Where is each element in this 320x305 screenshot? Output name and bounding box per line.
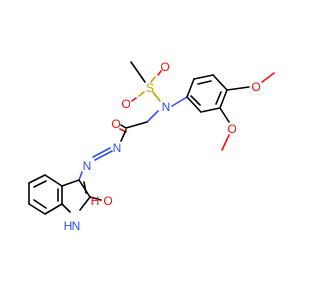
bond-n-ph bbox=[171, 96, 188, 107]
atom-o-sulfonyl-1: O bbox=[160, 60, 169, 74]
bond-ome1-me bbox=[261, 72, 275, 83]
bond-ring-ome1 bbox=[226, 86, 250, 91]
atom-o-indole: O bbox=[103, 194, 112, 208]
bond-azo bbox=[94, 150, 113, 161]
ind-b4d bbox=[33, 199, 47, 209]
ind-b5 bbox=[44, 203, 63, 215]
ind-b2d bbox=[33, 180, 47, 188]
bond-s-o1-b bbox=[157, 70, 162, 76]
bond-ch2-co bbox=[125, 121, 148, 129]
bond-n-ch2 bbox=[146, 110, 159, 123]
bond-ring-ome2 bbox=[219, 107, 230, 123]
ring-a3 bbox=[212, 74, 228, 91]
molecule-diagram: S O O N O N N O O O H H N bbox=[28, 60, 275, 233]
ind-b2 bbox=[28, 174, 46, 184]
bond-layer bbox=[28, 61, 275, 215]
bond-s-n bbox=[152, 91, 161, 102]
atom-o-amide: O bbox=[111, 117, 120, 131]
atom-o-sulfonyl-2: O bbox=[121, 97, 130, 111]
atom-n-sulfonamide: N bbox=[162, 100, 171, 114]
ind-c3-c3a bbox=[61, 179, 80, 187]
ind-c2-n bbox=[79, 196, 91, 211]
bond-c-n bbox=[120, 129, 127, 142]
ind-c7a-n bbox=[61, 203, 71, 213]
ind-c2-o bbox=[89, 196, 102, 201]
ring-a2 bbox=[193, 74, 214, 80]
atom-h-indole-n: H bbox=[64, 219, 73, 233]
atom-n-azo-1: N bbox=[113, 141, 122, 155]
ring-a6 bbox=[186, 96, 202, 113]
bond-s-o1 bbox=[150, 76, 156, 83]
bond-methyl-s bbox=[130, 61, 146, 83]
bond-n-c3 bbox=[78, 171, 83, 181]
ind-c3-c2d bbox=[83, 181, 87, 194]
ring-a2d bbox=[197, 80, 212, 85]
bond-s-o2-b bbox=[131, 97, 137, 102]
bond-ome2-me bbox=[221, 134, 230, 151]
ring-a1 bbox=[186, 78, 195, 98]
atom-s: S bbox=[146, 81, 154, 95]
structure-svg: S O O N O N N O O O H H N bbox=[28, 60, 275, 233]
ring-a6d bbox=[190, 95, 201, 106]
ring-a4d bbox=[215, 91, 222, 105]
atom-o-methoxy-top: O bbox=[251, 80, 260, 94]
atom-h-indole-o: H bbox=[91, 194, 100, 208]
atom-n-indole: N bbox=[72, 219, 81, 233]
atom-label-layer: S O O N O N N O O O H H N bbox=[64, 60, 261, 233]
bond-azo-2 bbox=[92, 147, 111, 158]
bond-s-o2 bbox=[138, 91, 145, 97]
ind-b4 bbox=[28, 203, 46, 215]
bond-co-o bbox=[120, 124, 127, 129]
atom-n-azo-2: N bbox=[83, 159, 92, 173]
ring-a4 bbox=[219, 89, 228, 109]
ind-b1 bbox=[44, 174, 63, 187]
atom-o-methoxy-bottom: O bbox=[227, 122, 236, 136]
ring-a5 bbox=[200, 107, 221, 113]
